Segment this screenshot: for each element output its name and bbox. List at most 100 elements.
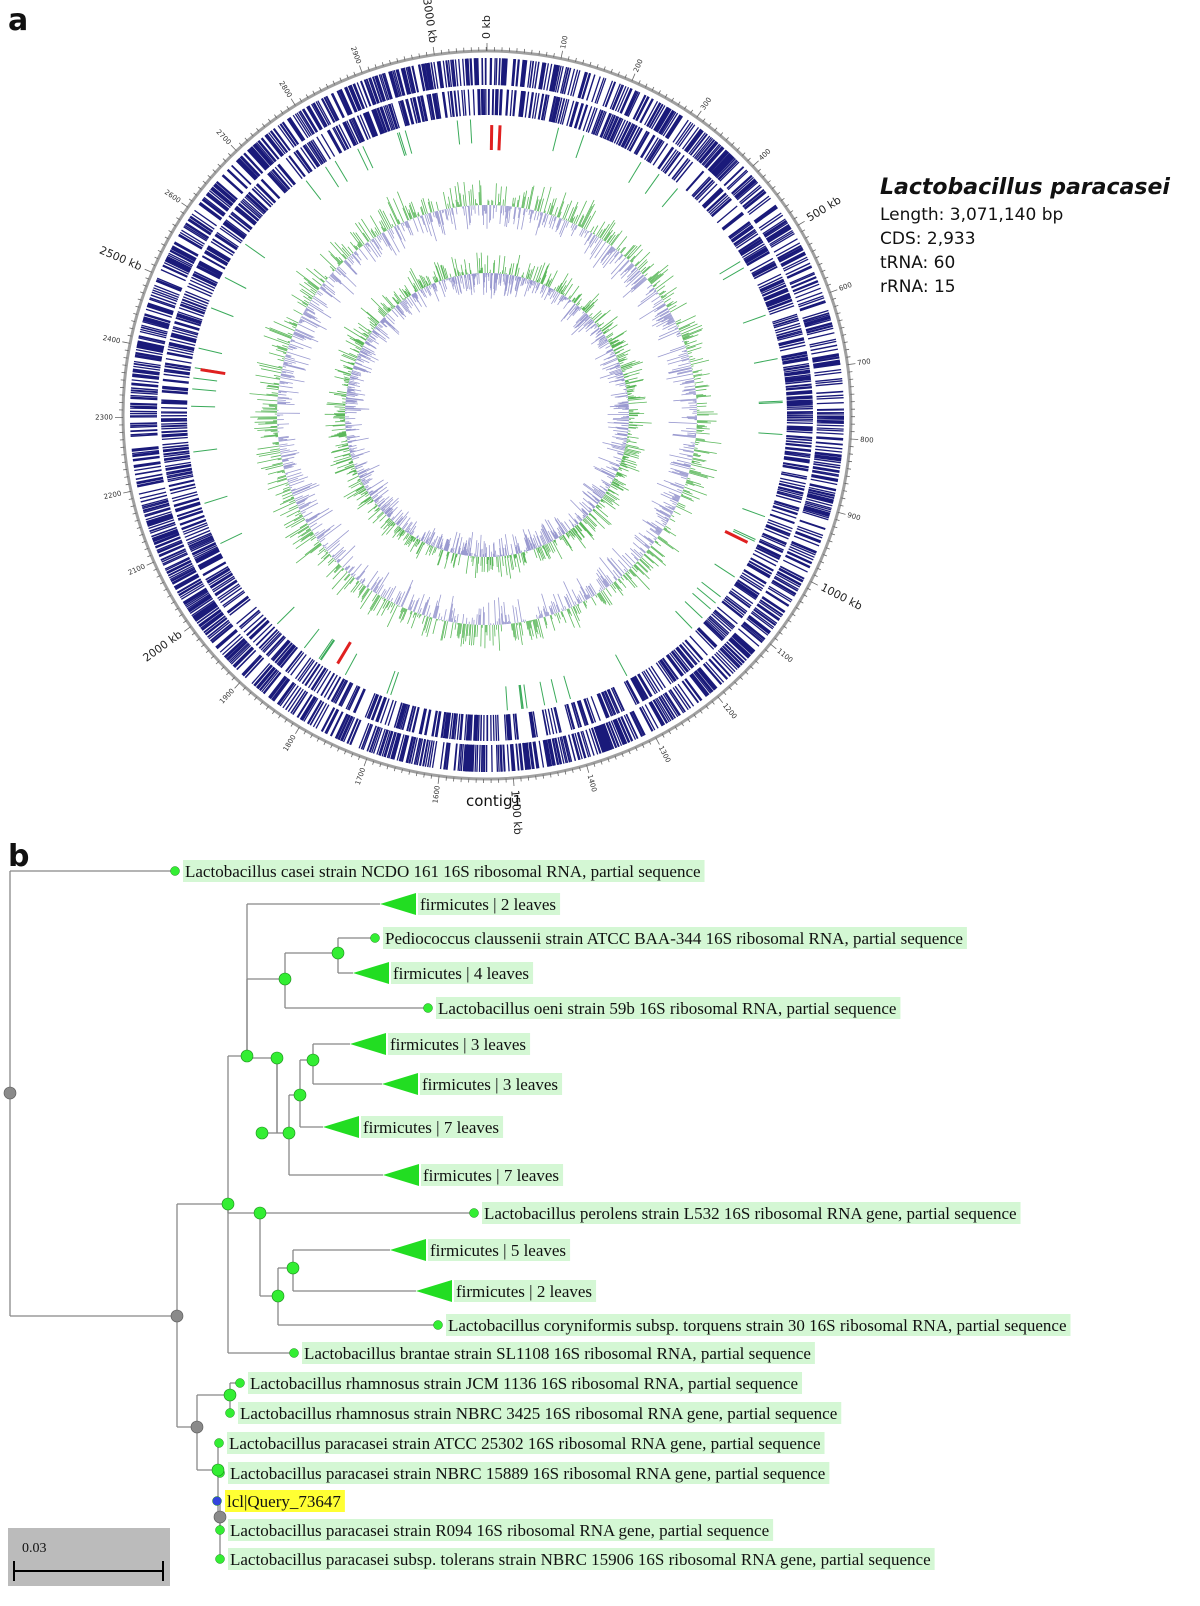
gc-content-ring-positive bbox=[249, 180, 722, 651]
minor-tick-label: 2100 bbox=[127, 562, 147, 577]
scale-bar-box bbox=[8, 1528, 170, 1586]
organism-title: Lactobacillus paracasei bbox=[880, 175, 1170, 200]
leaf-label: Lactobacillus rhamnosus strain JCM 1136 … bbox=[250, 1374, 798, 1393]
minor-tick-label: 2900 bbox=[349, 46, 363, 65]
internal-node-gray bbox=[3, 1086, 17, 1100]
minor-tick-label: 1800 bbox=[282, 734, 298, 753]
tree-leaf: Lactobacillus brantae strain SL1108 16S … bbox=[289, 1342, 815, 1364]
minor-tick-label: 600 bbox=[838, 281, 853, 293]
major-tick-label: 500 kb bbox=[804, 194, 843, 225]
leaf-label-background bbox=[420, 1073, 563, 1095]
tree-leaf: firmicutes | 7 leaves bbox=[383, 1164, 564, 1186]
leaf-label: Lactobacillus brantae strain SL1108 16S … bbox=[304, 1344, 811, 1363]
minor-tick-label: 2800 bbox=[277, 80, 293, 99]
tree-leaf: firmicutes | 7 leaves bbox=[323, 1116, 504, 1138]
tree-nodes bbox=[3, 946, 345, 1524]
rrna-mark bbox=[336, 641, 352, 665]
cds-forward-ring bbox=[129, 57, 845, 773]
leaf-label: Lactobacillus paracasei strain NBRC 1588… bbox=[230, 1464, 825, 1483]
minor-tick-label: 2200 bbox=[103, 489, 122, 501]
contig-label: contig1 bbox=[466, 792, 522, 810]
internal-node bbox=[278, 972, 292, 986]
minor-tick-label: 1200 bbox=[721, 702, 738, 721]
minor-tick-label: 2400 bbox=[102, 334, 121, 345]
leaf-label-background bbox=[228, 1519, 774, 1541]
stat-length: Length: 3,071,140 bp bbox=[880, 205, 1063, 225]
minor-tick-label: 1900 bbox=[218, 687, 236, 706]
leaf-label: Lactobacillus paracasei strain R094 16S … bbox=[230, 1521, 769, 1540]
leaf-label: firmicutes | 3 leaves bbox=[390, 1035, 526, 1054]
leaf-node bbox=[225, 1408, 235, 1418]
tree-leaf: Lactobacillus casei strain NCDO 161 16S … bbox=[170, 860, 705, 882]
trna-marks bbox=[191, 119, 783, 711]
leaf-label: firmicutes | 2 leaves bbox=[456, 1282, 592, 1301]
leaf-label: Lactobacillus coryniformis subsp. torque… bbox=[448, 1316, 1067, 1335]
leaf-node bbox=[370, 933, 380, 943]
leaf-node bbox=[469, 1208, 479, 1218]
tree-leaf: Lactobacillus paracasei strain ATCC 2530… bbox=[214, 1432, 825, 1454]
internal-node-gray bbox=[213, 1510, 227, 1524]
minor-tick-label: 1400 bbox=[586, 774, 599, 793]
internal-node bbox=[293, 1088, 307, 1102]
minor-tick-label: 700 bbox=[857, 357, 871, 367]
internal-node bbox=[270, 1051, 284, 1065]
tree-leaf: Lactobacillus perolens strain L532 16S r… bbox=[469, 1202, 1021, 1224]
leaf-label: firmicutes | 7 leaves bbox=[423, 1166, 559, 1185]
leaf-label-background bbox=[228, 1548, 935, 1570]
scale-bar-label: 0.03 bbox=[22, 1541, 47, 1556]
internal-node bbox=[286, 1261, 300, 1275]
minor-tick-label: 2600 bbox=[163, 188, 182, 205]
leaf-label-background bbox=[446, 1314, 1071, 1336]
tree-leaf: firmicutes | 5 leaves bbox=[390, 1239, 571, 1261]
minor-tick-label: 1700 bbox=[354, 767, 367, 786]
leaf-label-background bbox=[383, 927, 967, 949]
gc-content-ring bbox=[249, 180, 722, 651]
trna-ring bbox=[191, 119, 783, 711]
leaf-label: firmicutes | 4 leaves bbox=[393, 964, 529, 983]
minor-tick-label: 1600 bbox=[431, 785, 441, 804]
tree-leaf: firmicutes | 2 leaves bbox=[416, 1280, 597, 1302]
collapsed-clade-triangle bbox=[383, 1164, 419, 1186]
collapsed-clade-triangle bbox=[380, 893, 416, 915]
leaf-node bbox=[423, 1003, 433, 1013]
tree-leaf: firmicutes | 4 leaves bbox=[353, 962, 534, 984]
gc-skew-ring bbox=[324, 252, 652, 579]
leaf-label: Lactobacillus rhamnosus strain NBRC 3425… bbox=[240, 1404, 837, 1423]
internal-node bbox=[255, 1126, 269, 1140]
leaf-node bbox=[433, 1320, 443, 1330]
tree-leaves: Lactobacillus casei strain NCDO 161 16S … bbox=[170, 860, 1071, 1570]
tree-leaf: Lactobacillus paracasei strain NBRC 1588… bbox=[215, 1462, 830, 1484]
leaf-label-background bbox=[227, 1432, 825, 1454]
gc-content-ring-negative bbox=[276, 204, 698, 626]
collapsed-clade-triangle bbox=[382, 1073, 418, 1095]
rrna-mark bbox=[724, 530, 749, 544]
collapsed-clade-triangle bbox=[353, 962, 389, 984]
internal-node bbox=[211, 1463, 225, 1477]
cds-reverse-ring bbox=[160, 88, 814, 742]
leaf-label-background bbox=[436, 997, 901, 1019]
major-tick-label: 2500 kb bbox=[97, 244, 143, 274]
internal-node bbox=[331, 946, 345, 960]
stat-rrna: rRNA: 15 bbox=[880, 277, 956, 297]
leaf-node bbox=[235, 1378, 245, 1388]
scale-bar: 0.03 bbox=[8, 1528, 170, 1586]
minor-tick-label: 1100 bbox=[775, 647, 794, 664]
leaf-label: Lactobacillus perolens strain L532 16S r… bbox=[484, 1204, 1017, 1223]
minor-tick-label: 200 bbox=[632, 58, 645, 73]
major-tick-label: 2000 kb bbox=[141, 628, 185, 665]
leaf-label: Lactobacillus oeni strain 59b 16S riboso… bbox=[438, 999, 896, 1018]
tick-marks bbox=[114, 43, 859, 787]
minor-tick-label: 1300 bbox=[657, 745, 672, 765]
leaf-label-background bbox=[228, 1462, 830, 1484]
internal-node bbox=[240, 1049, 254, 1063]
leaf-label: Lactobacillus casei strain NCDO 161 16S … bbox=[185, 862, 701, 881]
query-leaf-label: lcl|Query_73647 bbox=[227, 1492, 341, 1511]
tree-leaf: Lactobacillus rhamnosus strain NBRC 3425… bbox=[225, 1402, 842, 1424]
tree-leaf: firmicutes | 3 leaves bbox=[350, 1033, 531, 1055]
rrna-mark bbox=[497, 125, 502, 151]
leaf-node bbox=[170, 866, 180, 876]
gc-skew-ring-negative bbox=[344, 272, 630, 558]
tree-leaf: Lactobacillus paracasei subsp. tolerans … bbox=[215, 1548, 935, 1570]
tree-leaf: firmicutes | 3 leaves bbox=[382, 1073, 563, 1095]
